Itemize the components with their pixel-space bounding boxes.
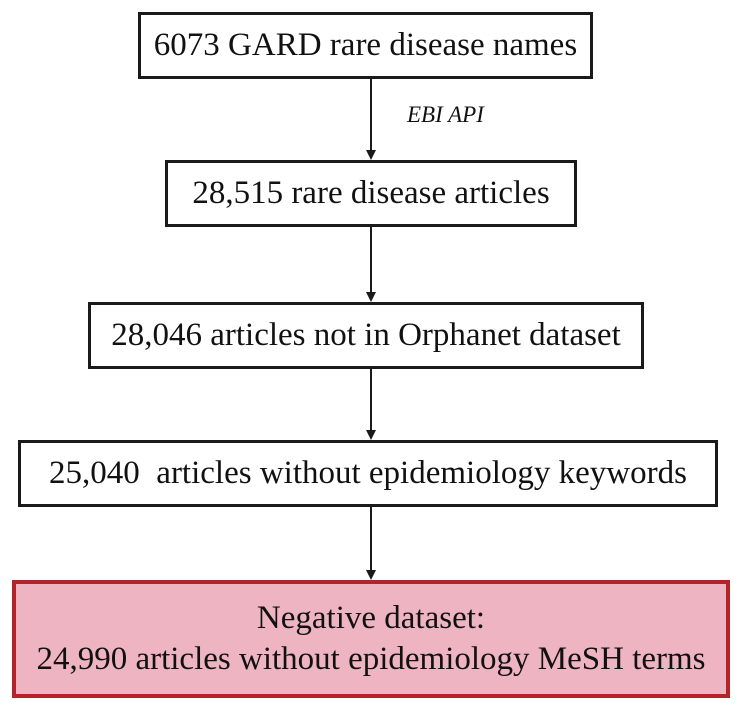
not-in-orphanet-node: 28,046 articles not in Orphanet dataset	[88, 302, 644, 369]
gard-names-node: 6073 GARD rare disease names	[138, 12, 593, 79]
gard-names-label: 6073 GARD rare disease names	[153, 26, 578, 63]
rare-disease-articles-node: 28,515 rare disease articles	[165, 160, 577, 227]
rare-disease-articles-label: 28,515 rare disease articles	[192, 174, 550, 211]
not-in-orphanet-label: 28,046 articles not in Orphanet dataset	[111, 316, 621, 353]
negative-dataset-title: Negative dataset:	[256, 599, 486, 636]
no-epidemiology-keywords-node: 25,040 articles without epidemiology key…	[18, 440, 718, 507]
negative-dataset-node: Negative dataset: 24,990 articles withou…	[12, 580, 730, 698]
negative-dataset-description: 24,990 articles without epidemiology MeS…	[36, 641, 706, 677]
ebi-api-edge-label: EBI API	[407, 102, 484, 127]
no-epidemiology-keywords-label: 25,040 articles without epidemiology key…	[49, 454, 687, 491]
